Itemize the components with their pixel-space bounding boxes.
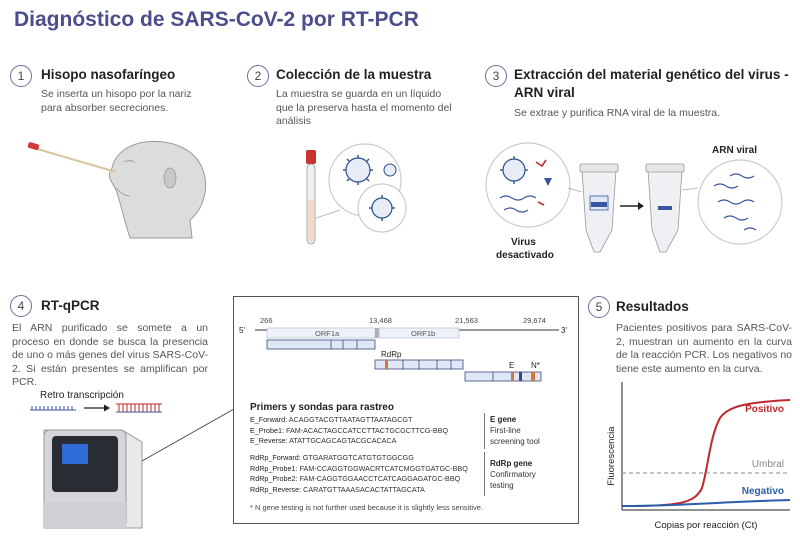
step-4-number: 4 bbox=[10, 295, 32, 317]
primer-row: E_Probe1: FAM-ACACTAGCCATCCTTACTGCGCTTCG… bbox=[250, 425, 449, 435]
e-gene-marker bbox=[511, 372, 514, 381]
step-4-desc: El ARN purificado se somete a un proceso… bbox=[12, 322, 208, 388]
orf1b-label: ORF1b bbox=[411, 329, 435, 338]
step-1-title: Hisopo nasofaríngeo bbox=[41, 67, 176, 82]
primers-heading: Primers y sondas para rastreo bbox=[250, 402, 394, 413]
rdrp-label: RdRp bbox=[381, 350, 402, 359]
legend-umbral: Umbral bbox=[752, 459, 784, 470]
genome-pos-266: 266 bbox=[260, 316, 273, 325]
step-5-number: 5 bbox=[588, 296, 610, 318]
orf1a-orf1b-junction bbox=[375, 328, 379, 338]
primer-row: E_Forward: ACAGGTACGTTAATAGTTAATAGCGT bbox=[250, 415, 413, 424]
step-3-desc: Se extrae y purifica RNA viral de la mue… bbox=[514, 107, 721, 119]
page-title: Diagnóstico de SARS-CoV-2 por RT-PCR bbox=[14, 8, 419, 31]
genome-3prime: 3' bbox=[561, 326, 567, 335]
step-2-number: 2 bbox=[247, 65, 269, 87]
step-4-title: RT-qPCR bbox=[41, 298, 100, 313]
e-gene-label: E bbox=[509, 361, 514, 370]
step-1-desc: Se inserta un hisopo por la nariz para a… bbox=[41, 88, 192, 114]
divider bbox=[484, 452, 485, 496]
step-5-title: Resultados bbox=[616, 299, 689, 314]
primer-row: RdRp_Probe2: FAM-CAGGTGGAACCTCATCAGGAGAT… bbox=[250, 474, 461, 483]
chart-ylabel: Fluorescencia bbox=[606, 426, 617, 486]
primer-row: RdRp_Probe1: FAM-CCAGGTGGWACRTCATCMGGTGA… bbox=[250, 463, 468, 473]
step-3-title-line1: Extracción del material genético del vir… bbox=[514, 67, 789, 82]
orf1b-region bbox=[378, 327, 460, 339]
e-primers-block: E_Forward: ACAGGTACGTTAATAGTTAATAGCGT E_… bbox=[250, 415, 448, 447]
chart-xlabel: Copias por reacción (Ct) bbox=[655, 520, 758, 531]
rna-extraction-illustration bbox=[485, 142, 783, 253]
virus-icon bbox=[383, 163, 397, 177]
series-negativo-line bbox=[621, 499, 791, 507]
primer-row: RdRp_Forward: GTGARATGGTCATGTGTGGCGG bbox=[250, 453, 414, 462]
retro-transcription-label: Retro transcripción bbox=[40, 390, 124, 401]
arn-viral-label: ARN viral bbox=[712, 145, 758, 156]
genome-pos-29674: 29,674 bbox=[523, 316, 546, 325]
nasal-swab-illustration bbox=[27, 140, 207, 239]
pcr-result-chart: Fluorescencia Positivo Umbral Negativo C… bbox=[606, 382, 791, 531]
step-3-title-line2: ARN viral bbox=[514, 85, 575, 100]
step-3-number: 3 bbox=[485, 65, 507, 87]
rdrp-gene-note: RdRp gene Confirmatory testing bbox=[490, 459, 536, 490]
rdrp-primers-block: RdRp_Forward: GTGARATGGTCATGTGTGGCGG RdR… bbox=[250, 453, 468, 495]
structural-block bbox=[464, 371, 542, 382]
step-1-number: 1 bbox=[10, 65, 32, 87]
virus-icon bbox=[500, 156, 528, 184]
e-gene-note: E gene First-line screening tool bbox=[490, 415, 540, 446]
divider bbox=[484, 413, 485, 449]
step-2-desc: La muestra se guarda en un líquido que l… bbox=[276, 88, 452, 127]
qpcr-machine-illustration bbox=[30, 403, 162, 529]
legend-positivo: Positivo bbox=[745, 404, 784, 415]
genome-pos-13468: 13,468 bbox=[369, 316, 392, 325]
step-2-title: Colección de la muestra bbox=[276, 67, 432, 82]
step-5-desc: Pacientes positivos para SARS-CoV-2, mue… bbox=[616, 322, 792, 375]
orf1a-label: ORF1a bbox=[315, 329, 340, 338]
n-gene-marker bbox=[531, 372, 535, 381]
orf1a-block bbox=[266, 339, 376, 350]
series-positivo-line bbox=[621, 399, 791, 507]
primer-row: RdRp_Reverse: CARATGTTAAASACACTATTAGCATA bbox=[250, 484, 425, 494]
virus-icon bbox=[343, 155, 373, 185]
primer-row: E_Reverse: ATATTGCAGCAGTACGCACACA bbox=[250, 436, 397, 445]
genome-5prime: 5' bbox=[239, 326, 245, 335]
genome-pos-21563: 21,563 bbox=[455, 316, 478, 325]
n-gene-label: N* bbox=[531, 361, 540, 370]
rdrp-marker bbox=[385, 360, 388, 369]
sample-tube-illustration bbox=[306, 143, 407, 245]
virus-icon bbox=[369, 195, 395, 221]
legend-negativo: Negativo bbox=[742, 486, 784, 497]
primers-footnote: * N gene testing is not further used bec… bbox=[250, 503, 484, 512]
virus-desactivado-label-1: Virus bbox=[511, 237, 536, 248]
virus-desactivado-label-2: desactivado bbox=[496, 250, 554, 261]
connector-line bbox=[141, 408, 235, 462]
genome-map: 5' 3' 266 13,468 21,563 29,674 ORF1a ORF… bbox=[239, 316, 567, 382]
